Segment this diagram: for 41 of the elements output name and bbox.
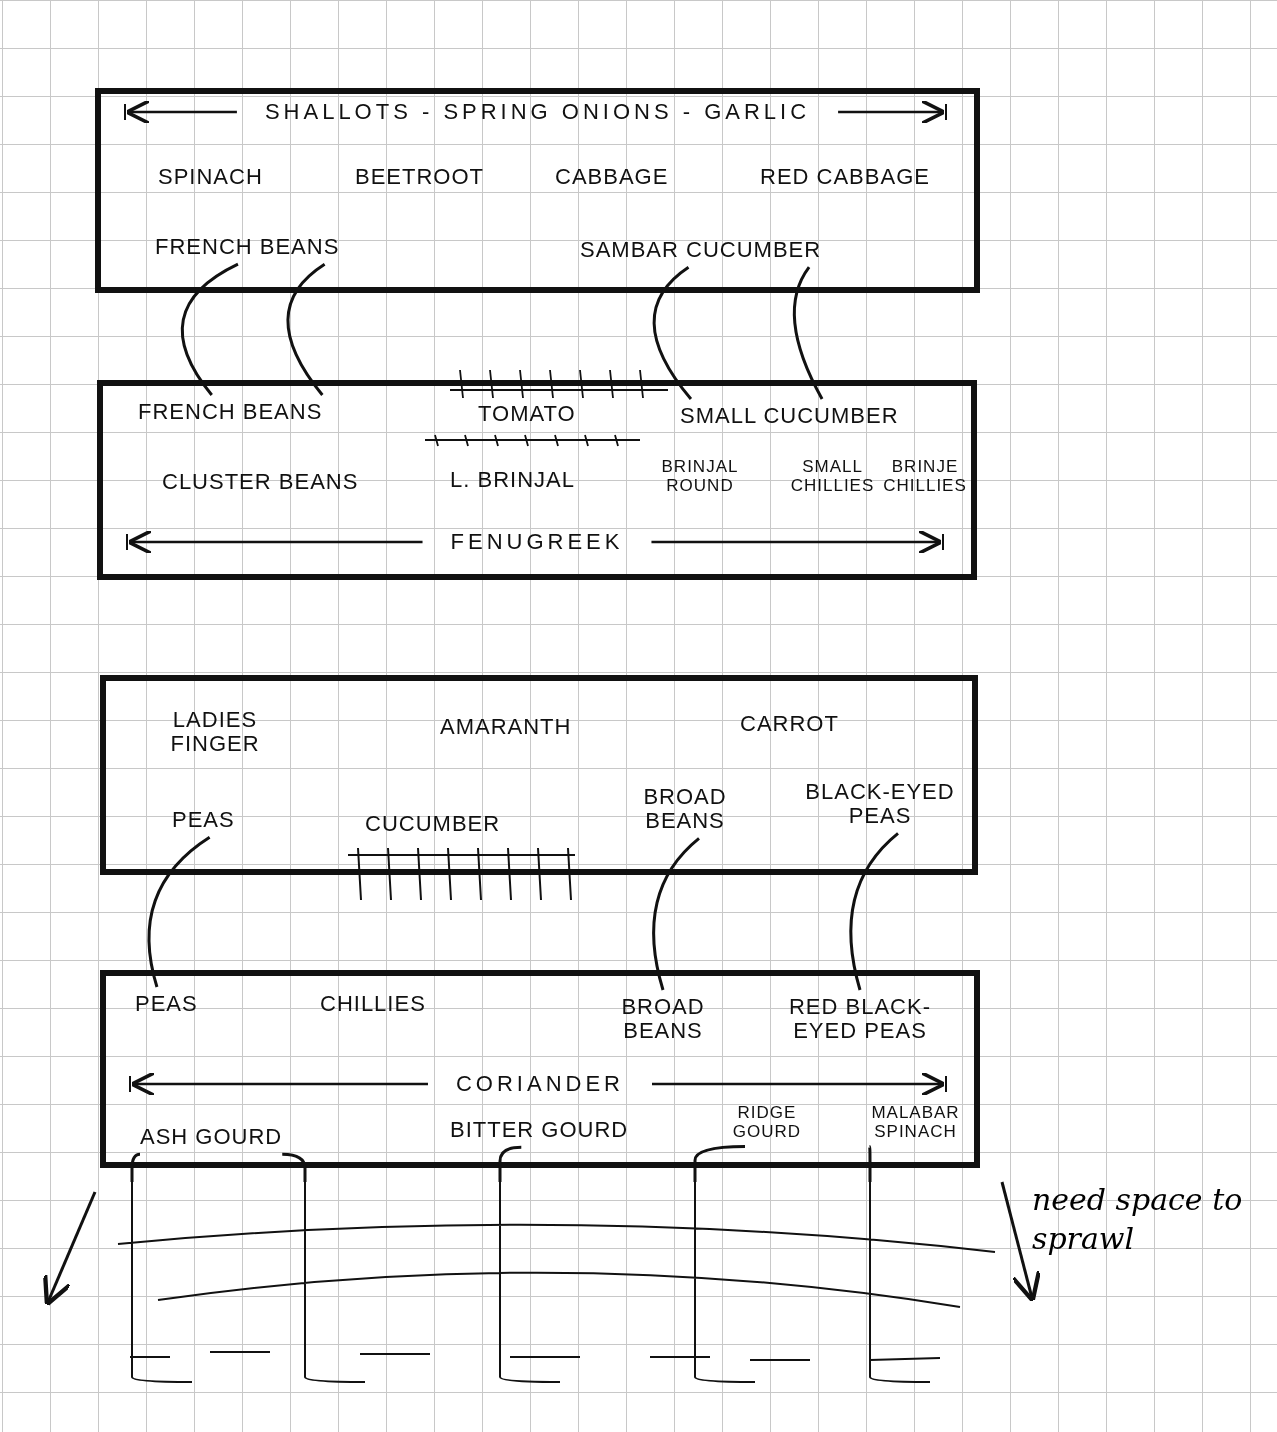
plant-label: RIDGE GOURD — [712, 1104, 822, 1142]
garden-bed — [100, 675, 978, 875]
plant-label: BLACK-EYED PEAS — [790, 780, 970, 829]
plant-label: RED BLACK-EYED PEAS — [765, 995, 955, 1044]
plant-label: CARROT — [740, 712, 839, 737]
plant-label: CORIANDER — [456, 1072, 624, 1097]
plant-label: L. BRINJAL — [450, 468, 575, 493]
plant-label: BROAD BEANS — [598, 995, 728, 1044]
plant-label: SPINACH — [158, 165, 263, 190]
garden-bed — [95, 88, 980, 293]
plant-label: BEETROOT — [355, 165, 484, 190]
connector-line — [868, 1146, 872, 1182]
plant-label: AMARANTH — [440, 715, 572, 740]
plant-label: ASH GOURD — [140, 1125, 283, 1150]
plant-label: CHILLIES — [320, 992, 426, 1017]
plant-label: FENUGREEK — [450, 530, 624, 555]
plant-label: LADIES FINGER — [140, 708, 290, 757]
connector-line — [130, 1152, 141, 1182]
plant-label: SAMBAR CUCUMBER — [580, 238, 822, 263]
plant-label: BRINJE CHILLIES — [882, 458, 968, 496]
plant-label: FRENCH BEANS — [155, 235, 340, 260]
plant-label: TOMATO — [478, 402, 576, 427]
plant-label: SMALL CHILLIES — [785, 458, 880, 496]
plant-label: RED CABBAGE — [760, 165, 930, 190]
plant-label: PEAS — [172, 808, 235, 833]
plant-label: SMALL CUCUMBER — [680, 404, 899, 429]
garden-bed — [100, 970, 980, 1168]
plant-label: FRENCH BEANS — [138, 400, 323, 425]
plant-label: BITTER GOURD — [450, 1118, 629, 1143]
plant-label: PEAS — [135, 992, 198, 1017]
plant-label: BRINJAL ROUND — [640, 458, 760, 496]
plant-label: CABBAGE — [555, 165, 669, 190]
plant-label: MALABAR SPINACH — [858, 1104, 973, 1142]
garden-bed — [97, 380, 977, 580]
connector-line — [180, 262, 239, 396]
plant-label: CUCUMBER — [365, 812, 501, 837]
plant-label: SHALLOTS - SPRING ONIONS - GARLIC — [264, 100, 811, 125]
plant-label: BROAD BEANS — [615, 785, 755, 834]
connector-line — [693, 1144, 745, 1182]
note-text: need space to sprawl — [1032, 1181, 1244, 1258]
plant-label: CLUSTER BEANS — [162, 470, 359, 495]
